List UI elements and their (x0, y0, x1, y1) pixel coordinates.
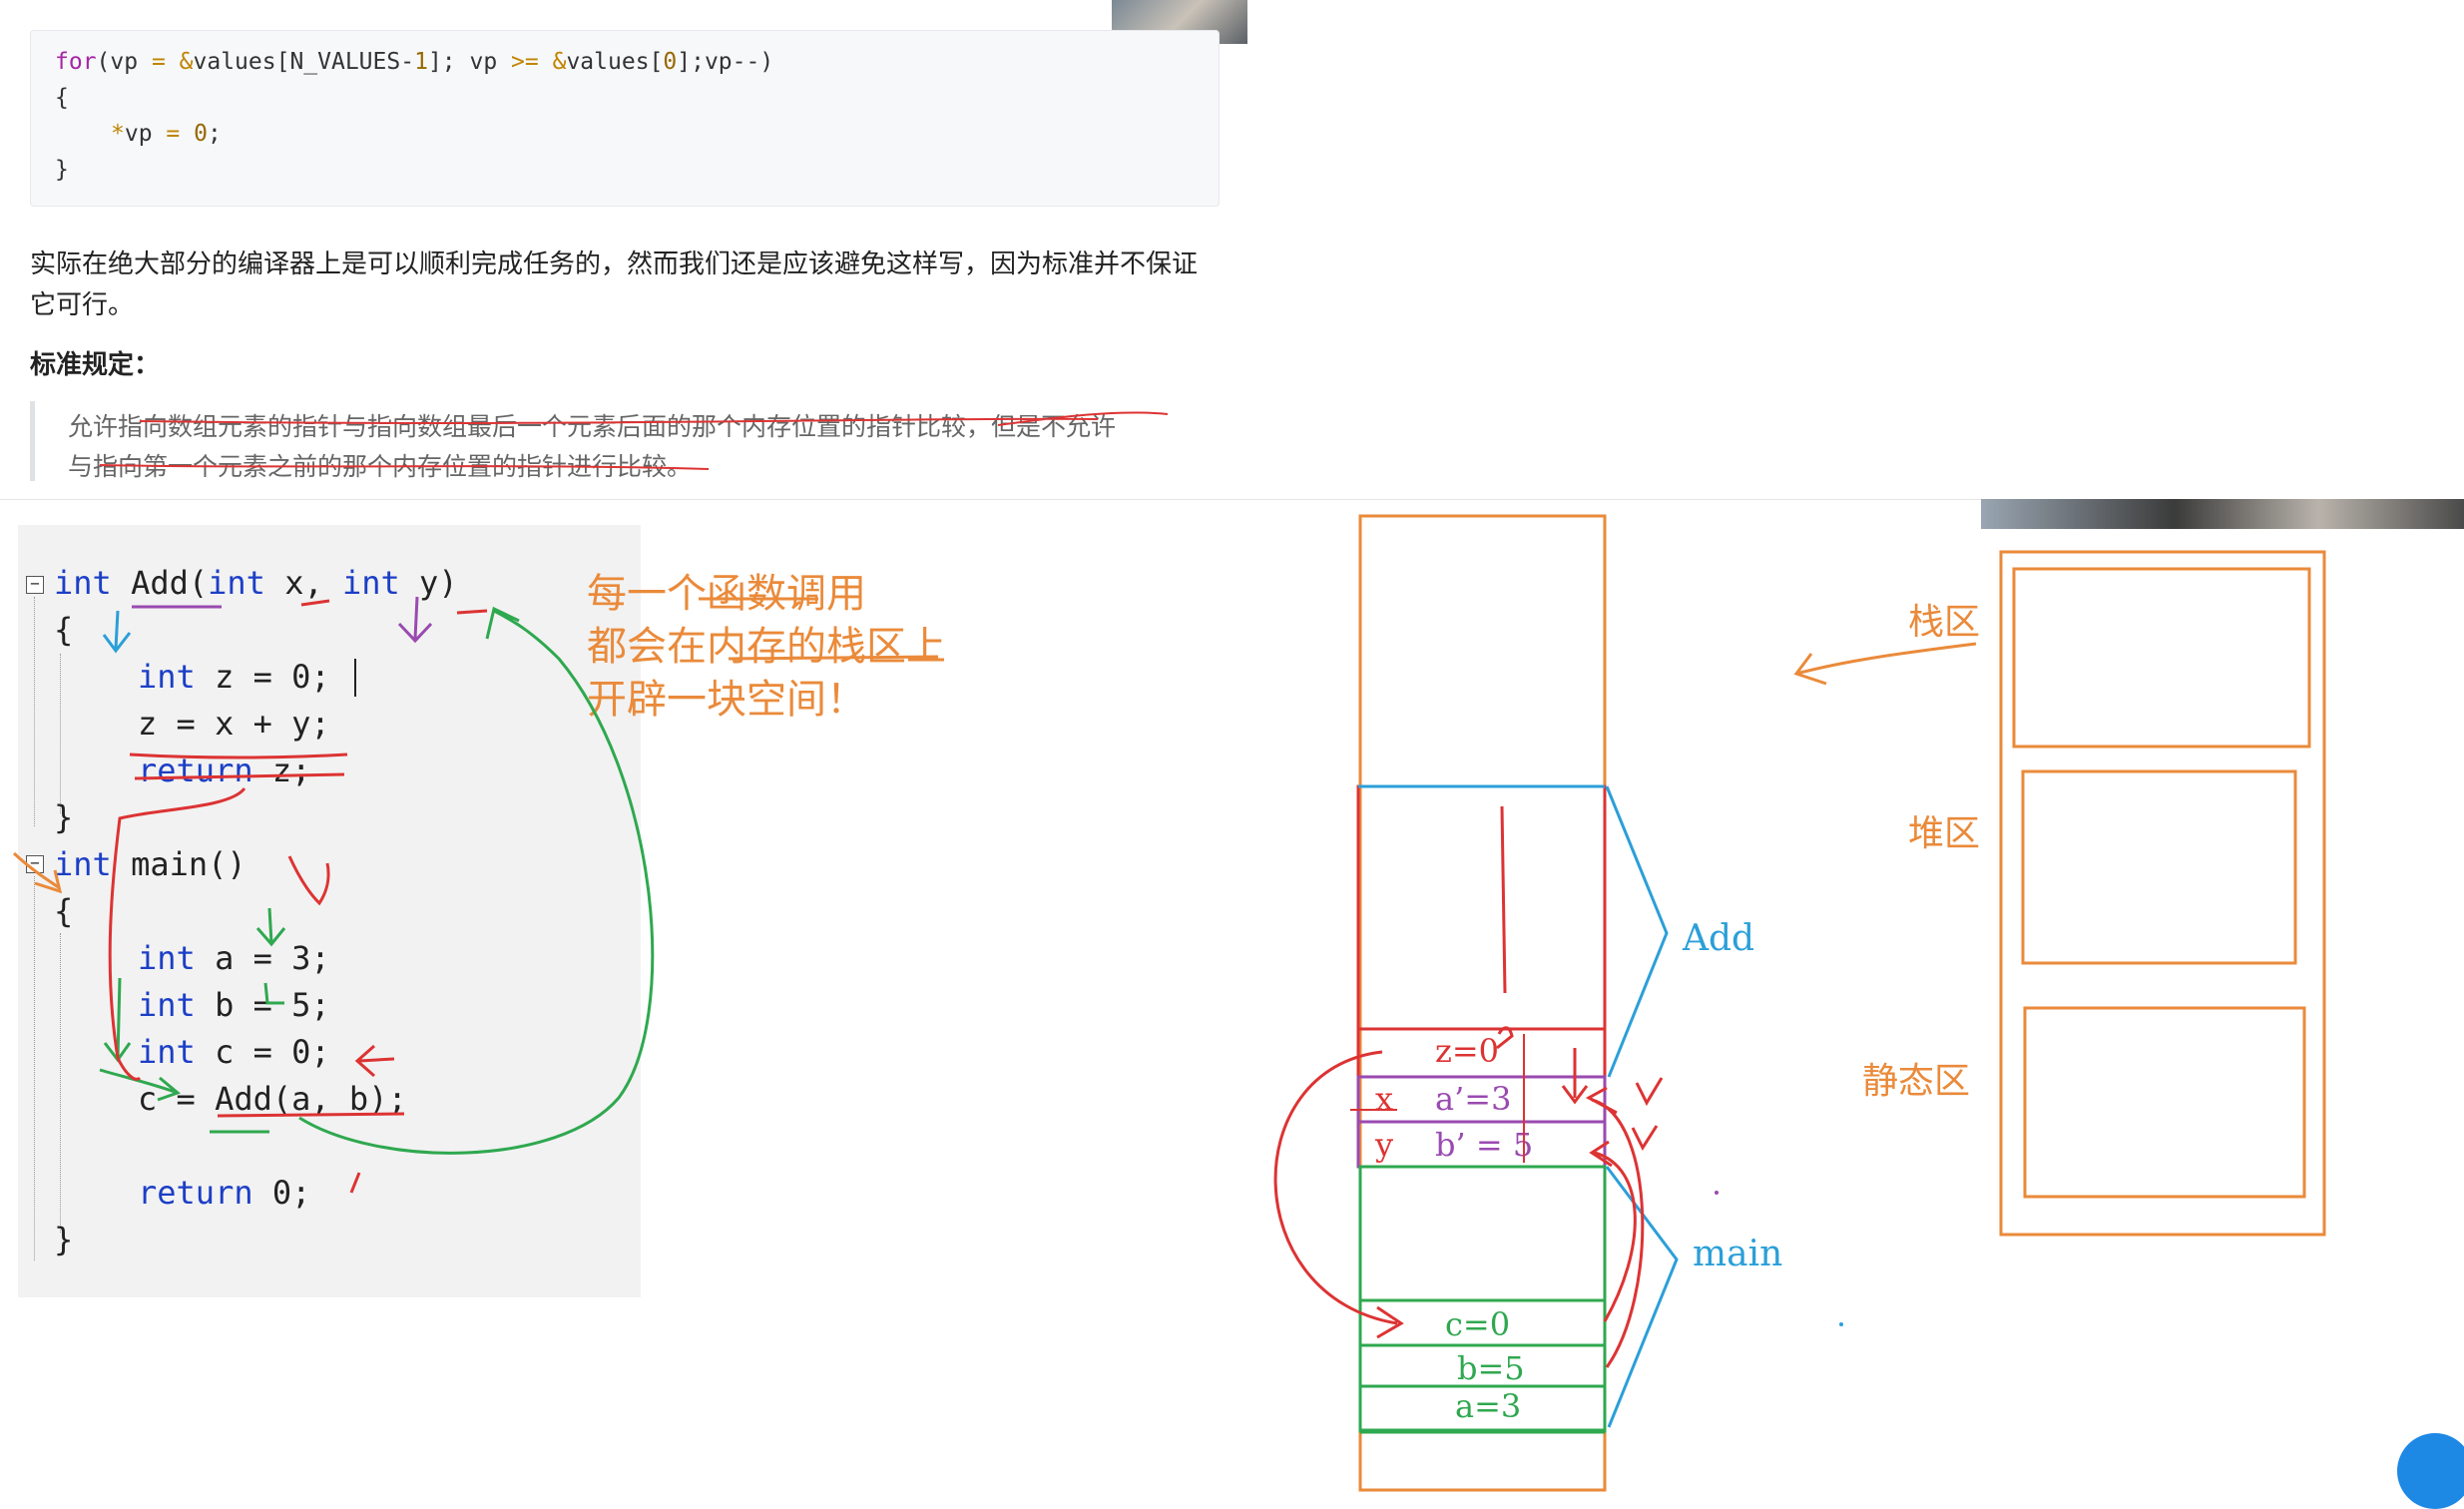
chat-bubble-icon[interactable] (2397, 1433, 2464, 1509)
code-line-call-add: c = Add(a, b); (138, 1080, 407, 1118)
cell-x-mark: x (1375, 1080, 1394, 1118)
code-line-4: } (55, 157, 69, 183)
code-line-open-brace: { (54, 892, 74, 930)
code-line-2: { (55, 85, 69, 111)
code-line-return-0: return 0; (138, 1174, 311, 1212)
add-frame-label: Add (1683, 918, 1755, 959)
stack-region (2012, 567, 2311, 749)
stack-area-label: 栈区 (1908, 602, 1981, 643)
main-brace (1605, 1166, 1679, 1428)
code-line-3: *vp = 0; (111, 121, 222, 147)
document-pane: for(vp = &values[N_VALUES-1]; vp >= &val… (0, 0, 2464, 499)
static-area-label: 静态区 (1862, 1061, 1971, 1102)
paragraph-line-1: 实际在绝大部分的编译器上是可以顺利完成任务的，然而我们还是应该避免这样写，因为标… (30, 250, 1199, 279)
code-block: for(vp = &values[N_VALUES-1]; vp >= &val… (30, 30, 1220, 207)
indent-guide (60, 933, 61, 1233)
cell-z: z=0 (1435, 1032, 1500, 1070)
section-heading: 标准规定： (30, 350, 161, 380)
cell-a-prime: a’=3 (1435, 1080, 1512, 1118)
copy-arrow (1585, 1086, 1645, 1368)
cell-y-mark: y (1375, 1126, 1394, 1164)
code-line-open-brace: { (54, 611, 74, 649)
cell-b-prime: b’ = 5 (1435, 1126, 1534, 1164)
text-cursor (354, 659, 356, 697)
static-region (2023, 1006, 2306, 1199)
pane-divider (0, 499, 2464, 500)
pointer-arrow (1793, 642, 1977, 686)
paragraph-line-2: 它可行。 (30, 290, 135, 320)
strike-mark (99, 464, 710, 470)
heap-area-label: 堆区 (1908, 813, 1981, 854)
code-editor[interactable] (18, 525, 641, 1297)
cell-c: c=0 (1445, 1305, 1511, 1343)
add-brace (1605, 785, 1669, 1078)
cell-a: a=3 (1455, 1387, 1522, 1425)
code-line-decl-c: int c = 0; (138, 1033, 330, 1071)
fold-guide (34, 597, 35, 826)
code-line-1: for(vp = &values[N_VALUES-1]; vp >= &val… (55, 49, 774, 75)
strike-mark (139, 411, 1169, 426)
code-line-decl-a: int a = 3; (138, 939, 330, 977)
webcam-strip (1981, 499, 2464, 529)
fold-toggle-add[interactable]: − (26, 576, 44, 594)
add-stack-frame (1356, 784, 1607, 1079)
copy-arrow (1589, 1140, 1637, 1322)
fold-guide (34, 876, 35, 1260)
quote-line-1: 允许指向数组元素的指针与指向数组最后一个元素后面的那个内存位置的指针比较，但是不… (68, 412, 1117, 441)
code-line-decl-z: int z = 0; (138, 658, 330, 696)
note-line-3: 开辟一块空间！ (587, 677, 866, 723)
memory-layout-box (1999, 550, 2326, 1237)
cell-b: b=5 (1457, 1349, 1525, 1387)
blockquote-bar (30, 401, 35, 481)
indent-guide (60, 654, 61, 813)
main-frame-label: main (1693, 1234, 1783, 1274)
code-line-assign-z: z = x + y; (138, 705, 330, 743)
code-line-close-brace: } (54, 1221, 74, 1258)
code-line-add-signature: int Add(int x, int y) (54, 564, 458, 602)
copy-arrow (1273, 1050, 1404, 1339)
call-flow-loop (298, 606, 655, 1155)
code-line-main-signature: int main() (54, 845, 246, 883)
note-line-1: 每一个函数调用 (587, 571, 866, 617)
heap-region (2021, 769, 2297, 965)
note-line-2: 都会在内存的栈区上 (587, 624, 946, 670)
code-line-close-brace: } (54, 798, 74, 836)
